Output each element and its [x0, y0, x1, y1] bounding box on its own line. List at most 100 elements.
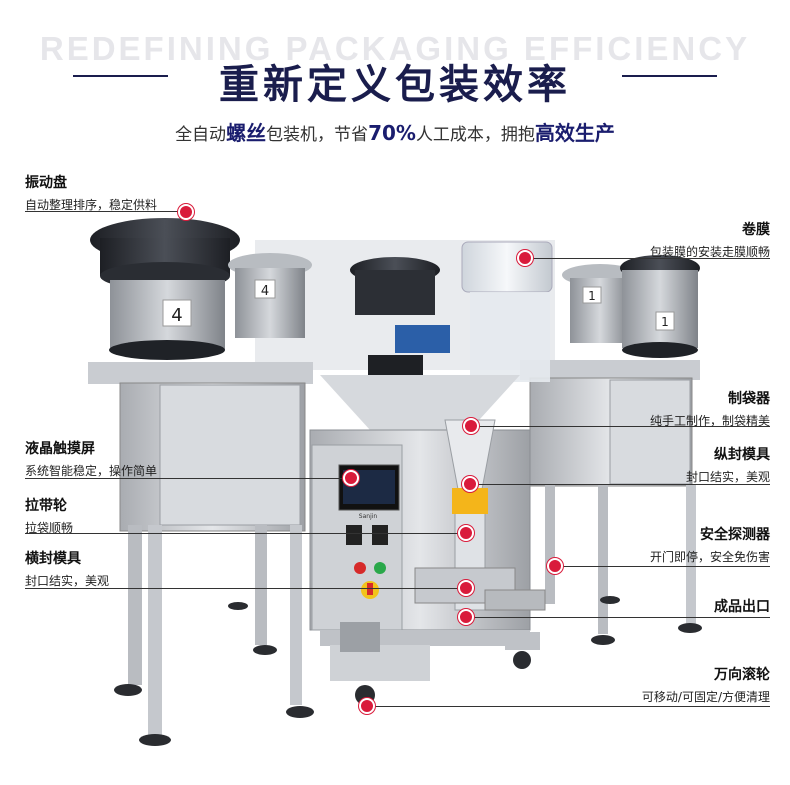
temperature-controller — [372, 525, 388, 545]
label-desc: 可移动/可固定/方便清理 — [641, 690, 770, 704]
label-title: 安全探测器 — [700, 527, 770, 543]
marker-bag-former — [463, 418, 479, 434]
warning-label — [452, 488, 488, 514]
vibration-bowl-rim — [355, 270, 435, 315]
panel-brand: Sanjin — [359, 513, 378, 520]
left-cabinet-door — [159, 384, 301, 526]
callout-line-vibration — [25, 211, 185, 212]
foot-pad — [228, 602, 248, 610]
bowl-number-plate — [162, 299, 192, 327]
title-rule-right — [622, 75, 717, 77]
label-title: 液晶触摸屏 — [25, 441, 95, 457]
callout-line-screen — [25, 478, 350, 479]
right-leg — [686, 484, 696, 624]
label-vibration-plate: 振动盘 自动整理排序，稳定供料 — [25, 172, 157, 213]
marker-vertical-seal — [462, 476, 478, 492]
label-desc: 系统智能稳定，操作简单 — [25, 464, 158, 478]
bowl-number: 1 — [661, 315, 669, 329]
left-table-top — [88, 362, 313, 384]
film-roll — [461, 241, 553, 293]
callout-line-outlet — [466, 617, 770, 618]
label-safety-detector: 安全探测器 开门即停，安全免伤害 — [650, 524, 770, 565]
left-leg — [148, 525, 162, 735]
bowl-number: 1 — [588, 289, 596, 303]
foot-pad — [253, 645, 277, 655]
label-title: 拉带轮 — [25, 498, 67, 514]
start-button — [374, 562, 386, 574]
vibration-bowl-base — [622, 270, 698, 348]
foot-pad — [114, 684, 142, 696]
subtitle-part: 人工成本，拥抱 — [415, 125, 535, 145]
bowl-number-plate — [582, 286, 602, 304]
right-leg — [598, 484, 608, 634]
bowl-feet — [109, 340, 225, 360]
label-horizontal-seal: 横封模具 封口结实，美观 — [25, 548, 109, 589]
foot-pad — [286, 706, 314, 718]
marker-film-roll — [517, 250, 533, 266]
foot-pad — [139, 734, 171, 746]
label-touch-screen: 液晶触摸屏 系统智能稳定，操作简单 — [25, 438, 157, 479]
marker-caster — [359, 698, 375, 714]
label-pull-wheel: 拉带轮 拉袋顺畅 — [25, 495, 73, 536]
label-title: 振动盘 — [25, 175, 67, 191]
bowl-number: 4 — [261, 284, 269, 299]
emergency-stop — [354, 562, 366, 574]
label-vertical-seal: 纵封模具 封口结实，美观 — [686, 444, 770, 485]
label-title: 横封模具 — [25, 551, 81, 567]
controller-box — [368, 355, 423, 375]
bowl-feet — [622, 342, 698, 358]
right-leg — [545, 484, 555, 604]
marker-pull-wheel — [458, 525, 474, 541]
label-title: 卷膜 — [742, 222, 770, 238]
watermark-text: REDEFINING PACKAGING EFFICIENCY — [39, 30, 751, 67]
right-table-top — [520, 360, 700, 380]
vibration-bowl-base — [235, 268, 305, 338]
label-desc: 封口结实，美观 — [25, 574, 110, 588]
bowl-number: 4 — [171, 305, 182, 326]
label-title: 万向滚轮 — [714, 667, 770, 683]
label-caster: 万向滚轮 可移动/可固定/方便清理 — [642, 664, 770, 705]
marker-touch-screen — [343, 470, 359, 486]
left-leg — [255, 525, 267, 645]
base-frame — [505, 632, 540, 650]
callout-line-pull — [25, 533, 465, 534]
power-switch-handle — [367, 583, 373, 595]
label-desc: 封口结实，美观 — [685, 470, 770, 484]
bowl-number-plate — [254, 279, 276, 299]
discharge-chute — [484, 589, 546, 611]
label-product-outlet: 成品出口 — [714, 596, 770, 616]
hopper — [320, 375, 520, 430]
subtitle-part: 包装机，节省 — [266, 125, 369, 145]
foot-pad — [591, 635, 615, 645]
marker-horizontal-seal — [458, 580, 474, 596]
callout-line-film — [525, 258, 770, 259]
subtitle-highlight: 70% — [368, 121, 416, 145]
label-desc: 包装膜的安装走膜顺畅 — [649, 245, 770, 259]
film-web — [470, 292, 550, 382]
title-rule-left — [73, 75, 168, 77]
label-film-roll: 卷膜 包装膜的安装走膜顺畅 — [650, 219, 770, 260]
caster-wheel — [513, 651, 531, 669]
air-filter — [340, 622, 380, 652]
callout-line-vseal — [470, 484, 770, 485]
callout-line-bag — [472, 426, 770, 427]
motor — [395, 325, 450, 353]
subtitle-part: 全自动 — [175, 125, 227, 145]
callout-line-hseal — [25, 588, 465, 589]
marker-safety-detector — [547, 558, 563, 574]
label-desc: 拉袋顺畅 — [25, 521, 74, 535]
callout-line-caster — [368, 706, 770, 707]
label-title: 制袋器 — [728, 391, 770, 407]
label-desc: 开门即停，安全免伤害 — [649, 550, 770, 564]
subtitle-highlight: 高效生产 — [534, 121, 615, 145]
subtitle: 全自动螺丝包装机，节省70%人工成本，拥抱高效生产 — [0, 117, 790, 146]
label-title: 成品出口 — [714, 599, 770, 615]
label-bag-former: 制袋器 纯手工制作，制袋精美 — [650, 388, 770, 429]
page-title: 重新定义包装效率 — [219, 62, 571, 108]
marker-product-outlet — [458, 609, 474, 625]
subtitle-highlight: 螺丝 — [226, 121, 267, 145]
callout-line-safety — [555, 566, 770, 567]
foot-pad — [600, 596, 620, 604]
left-leg — [290, 525, 302, 705]
